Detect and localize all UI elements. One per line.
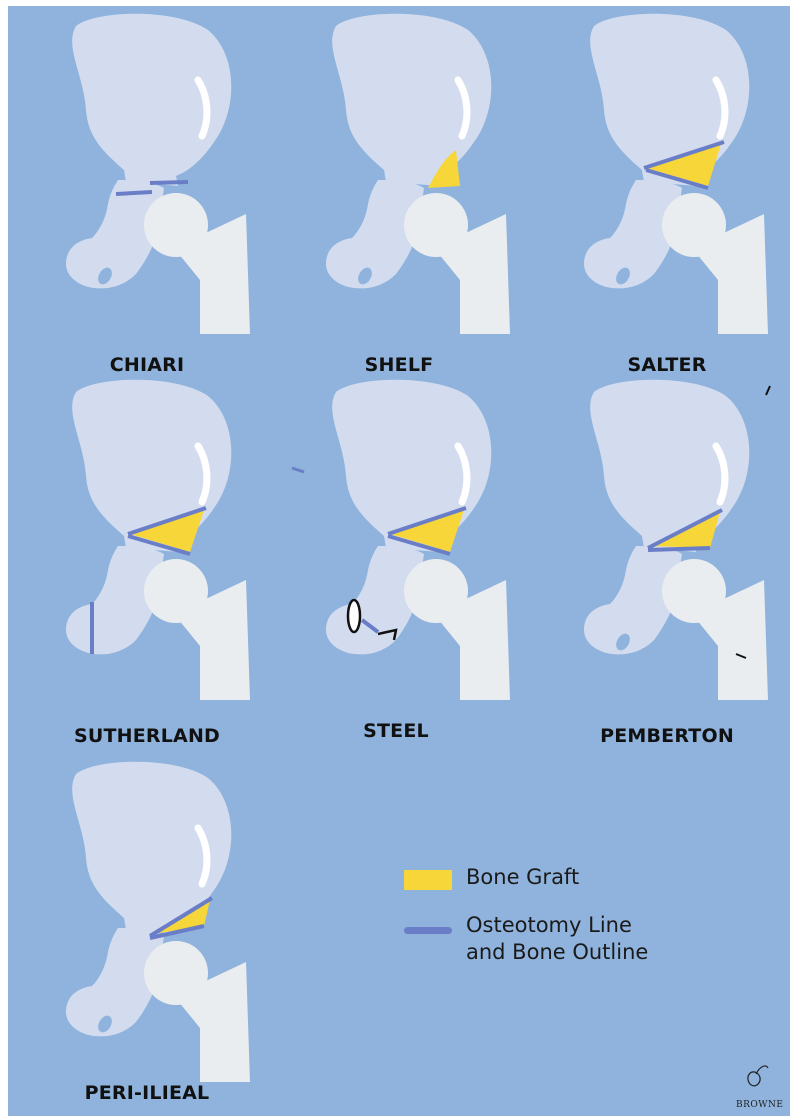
signature-text: BROWNE: [736, 1100, 783, 1110]
label-steel: STEEL: [363, 720, 429, 742]
chiari-figure: [66, 14, 250, 334]
peri-ilieal-figure: [66, 762, 250, 1082]
legend-osteotomy-line-1: Osteotomy Line: [466, 912, 648, 939]
diagram-board: [8, 6, 790, 1116]
salter-figure: [584, 14, 768, 334]
sutherland-figure: [66, 380, 250, 700]
bone-graft-swatch: [404, 870, 452, 890]
label-sutherland: SUTHERLAND: [74, 725, 220, 747]
legend-osteotomy-line-2: and Bone Outline: [466, 939, 648, 966]
legend-bone-graft: Bone Graft: [466, 864, 579, 891]
legend-bone-graft-text: Bone Graft: [466, 865, 579, 889]
pemberton-figure: [584, 380, 768, 700]
shelf-figure: [326, 14, 510, 334]
label-salter: SALTER: [627, 354, 706, 376]
signature-mark: [748, 1066, 768, 1086]
diagram-canvas: [8, 6, 790, 1116]
steel-figure: [326, 380, 510, 700]
label-pemberton: PEMBERTON: [600, 725, 734, 747]
label-peri-ilieal: PERI-ILIEAL: [85, 1082, 210, 1104]
label-shelf: SHELF: [365, 354, 434, 376]
hip-figures: [66, 14, 770, 1082]
legend-osteotomy-line: Osteotomy Line and Bone Outline: [466, 912, 648, 966]
label-chiari: CHIARI: [110, 354, 185, 376]
osteotomy-line-swatch: [404, 927, 452, 934]
